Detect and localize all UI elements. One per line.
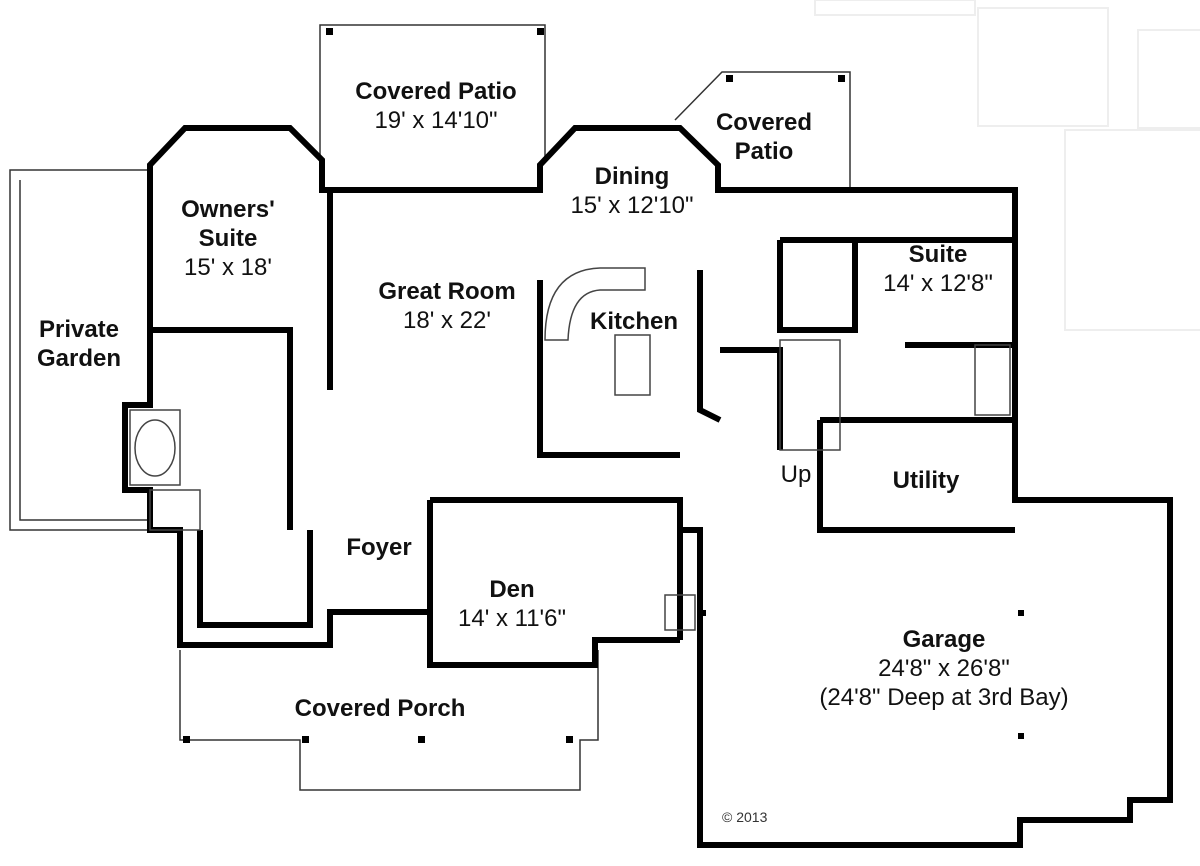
corner-posts	[183, 28, 1024, 743]
room-private-garden: Private Garden	[36, 316, 122, 372]
exterior-walls	[122, 125, 1173, 848]
porch-patio-outlines	[9, 24, 851, 791]
faded-upper-level	[814, 0, 1200, 331]
room-foyer: Foyer	[346, 534, 412, 561]
copyright: © 2013	[722, 809, 768, 825]
room-covered-porch: Covered Porch	[294, 695, 466, 722]
fixtures	[129, 267, 1011, 631]
room-kitchen: Kitchen	[589, 308, 679, 335]
room-utility: Utility	[892, 467, 960, 494]
stairs-up-label: Up	[780, 461, 812, 488]
room-covered-patio-2: Covered Patio	[715, 109, 813, 165]
